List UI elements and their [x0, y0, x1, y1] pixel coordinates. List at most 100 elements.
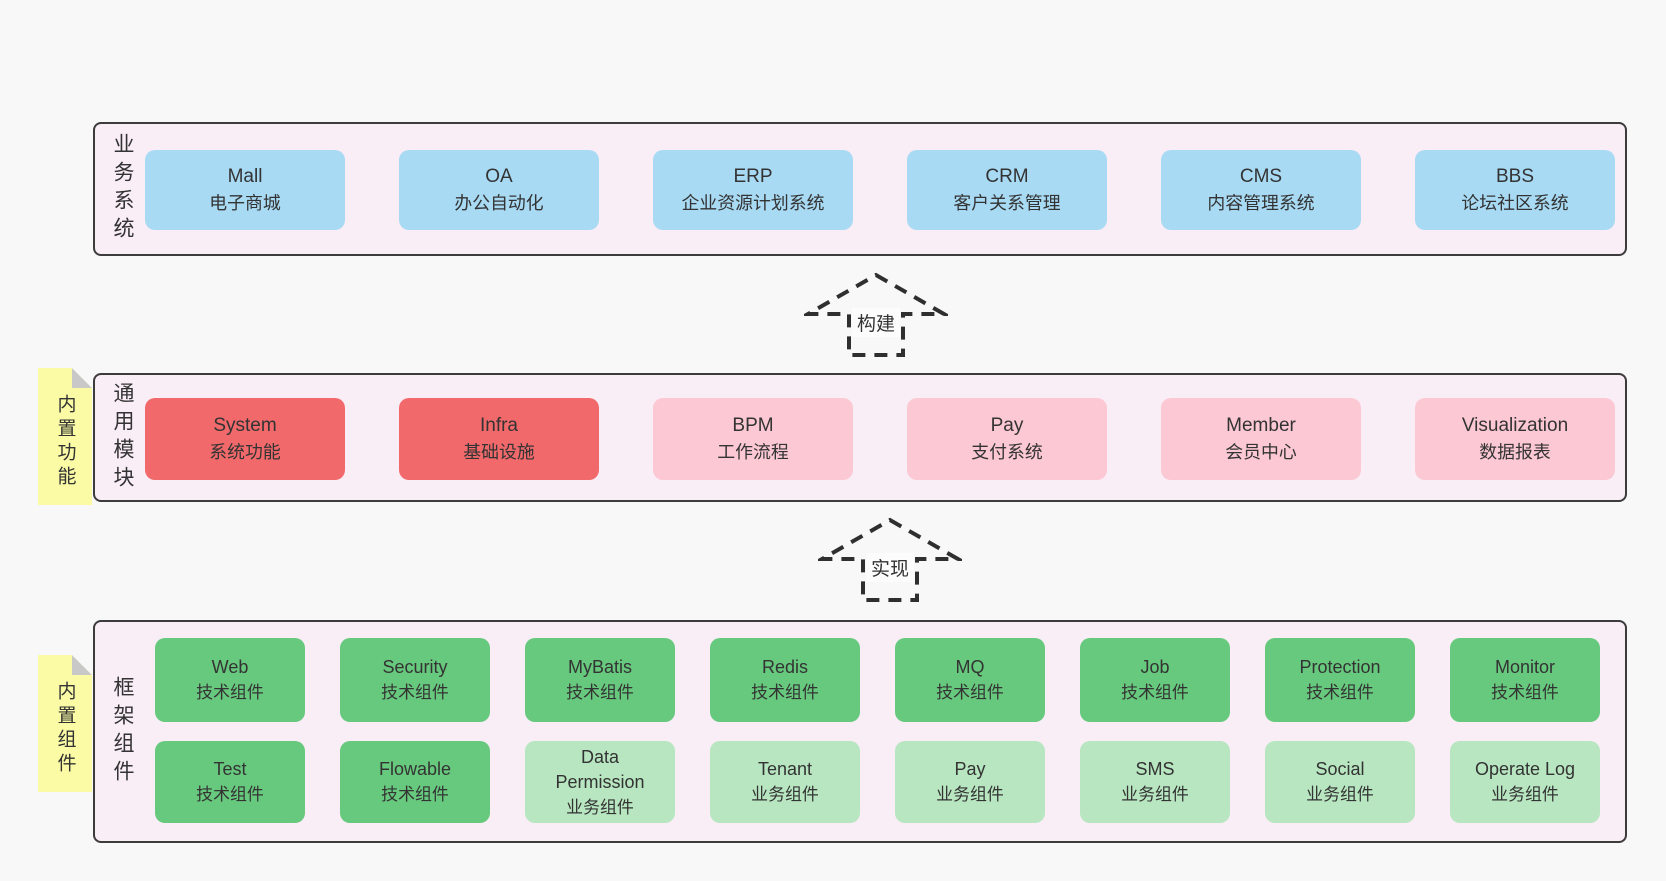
box-system: System 系统功能	[145, 398, 345, 480]
box-subtitle: 内容管理系统	[1207, 193, 1315, 213]
box-subtitle: 办公自动化	[454, 193, 544, 213]
box-member: Member 会员中心	[1161, 398, 1361, 480]
implement-arrow-label: 实现	[865, 553, 915, 582]
box-subtitle: 技术组件	[381, 683, 449, 702]
common-modules-row: System 系统功能 Infra 基础设施 BPM 工作流程 Pay 支付系统…	[145, 398, 1615, 480]
box-title: System	[213, 415, 277, 436]
box-title: Visualization	[1461, 415, 1569, 436]
box-title: Pay	[954, 759, 986, 779]
box-subtitle: 系统功能	[209, 442, 281, 462]
box-title: Security	[382, 657, 448, 677]
box-tenant: Tenant 业务组件	[710, 741, 860, 823]
box-title: BPM	[732, 415, 774, 436]
box-subtitle: 技术组件	[196, 683, 264, 702]
box-subtitle: 企业资源计划系统	[681, 193, 825, 213]
box-sms: SMS 业务组件	[1080, 741, 1230, 823]
box-title: Web	[211, 657, 249, 677]
box-bbs: BBS 论坛社区系统	[1415, 150, 1615, 230]
box-monitor: Monitor 技术组件	[1450, 638, 1600, 722]
box-title: Infra	[479, 415, 519, 436]
box-bpm: BPM 工作流程	[653, 398, 853, 480]
box-crm: CRM 客户关系管理	[907, 150, 1107, 230]
framework-components-row-1: Web 技术组件 Security 技术组件 MyBatis 技术组件 Redi…	[155, 638, 1600, 722]
builtin-features-note-text: 内置功能	[54, 393, 76, 490]
box-subtitle: 业务组件	[1121, 785, 1189, 804]
builtin-features-note: 内置功能	[38, 368, 92, 505]
box-subtitle: 电子商城	[209, 193, 281, 213]
box-title: ERP	[733, 166, 773, 187]
box-subtitle: 业务组件	[936, 785, 1004, 804]
box-cms: CMS 内容管理系统	[1161, 150, 1361, 230]
box-job: Job 技术组件	[1080, 638, 1230, 722]
box-subtitle: 技术组件	[566, 683, 634, 702]
box-mybatis: MyBatis 技术组件	[525, 638, 675, 722]
builtin-components-note: 内置组件	[38, 655, 92, 792]
box-subtitle: 技术组件	[1491, 683, 1559, 702]
box-pay-component: Pay 业务组件	[895, 741, 1045, 823]
up-arrow-icon	[804, 272, 948, 357]
box-protection: Protection 技术组件	[1265, 638, 1415, 722]
box-subtitle: 支付系统	[971, 442, 1043, 462]
box-subtitle: 业务组件	[1491, 785, 1559, 804]
box-social: Social 业务组件	[1265, 741, 1415, 823]
build-arrow-label: 构建	[851, 308, 901, 337]
box-title: Tenant	[757, 759, 813, 779]
box-infra: Infra 基础设施	[399, 398, 599, 480]
box-title: Monitor	[1494, 657, 1556, 677]
box-title: Mall	[227, 166, 263, 187]
box-title: MQ	[955, 657, 985, 677]
box-subtitle: 业务组件	[566, 797, 634, 817]
box-redis: Redis 技术组件	[710, 638, 860, 722]
box-title: Data Permission	[555, 746, 645, 792]
common-modules-panel: 通用模块 System 系统功能 Infra 基础设施 BPM 工作流程 Pay…	[93, 373, 1627, 502]
box-title: BBS	[1495, 166, 1535, 187]
framework-components-label: 框架组件	[111, 675, 134, 788]
box-subtitle: 业务组件	[1306, 785, 1374, 804]
box-title: CMS	[1239, 166, 1283, 187]
box-title: Operate Log	[1474, 759, 1576, 779]
common-modules-label: 通用模块	[111, 381, 134, 494]
business-systems-row: Mall 电子商城 OA 办公自动化 ERP 企业资源计划系统 CRM 客户关系…	[145, 150, 1615, 230]
box-subtitle: 工作流程	[717, 442, 789, 462]
box-title: Flowable	[378, 759, 452, 779]
box-web: Web 技术组件	[155, 638, 305, 722]
box-mall: Mall 电子商城	[145, 150, 345, 230]
box-pay-module: Pay 支付系统	[907, 398, 1107, 480]
box-subtitle: 会员中心	[1225, 442, 1297, 462]
box-title: Protection	[1299, 657, 1381, 677]
box-subtitle: 技术组件	[936, 683, 1004, 702]
box-oa: OA 办公自动化	[399, 150, 599, 230]
box-erp: ERP 企业资源计划系统	[653, 150, 853, 230]
box-subtitle: 数据报表	[1479, 442, 1551, 462]
box-security: Security 技术组件	[340, 638, 490, 722]
box-title: Redis	[761, 657, 809, 677]
business-systems-label: 业务系统	[111, 133, 134, 245]
box-mq: MQ 技术组件	[895, 638, 1045, 722]
box-subtitle: 业务组件	[751, 785, 819, 804]
build-arrow: 构建	[804, 272, 948, 358]
box-subtitle: 技术组件	[1306, 683, 1374, 702]
box-title: MyBatis	[567, 657, 632, 677]
box-title: CRM	[985, 166, 1029, 187]
framework-components-panel: 框架组件 Web 技术组件 Security 技术组件 MyBatis 技术组件…	[93, 620, 1627, 843]
box-flowable: Flowable 技术组件	[340, 741, 490, 823]
framework-components-row-2: Test 技术组件 Flowable 技术组件 Data Permission …	[155, 741, 1600, 823]
box-test: Test 技术组件	[155, 741, 305, 823]
box-subtitle: 论坛社区系统	[1461, 193, 1569, 213]
box-title: Member	[1226, 415, 1296, 436]
box-title: OA	[485, 166, 513, 187]
business-systems-panel: 业务系统 Mall 电子商城 OA 办公自动化 ERP 企业资源计划系统 CRM…	[93, 122, 1627, 256]
box-visualization: Visualization 数据报表	[1415, 398, 1615, 480]
box-data-permission: Data Permission 业务组件	[525, 741, 675, 823]
box-title: Job	[1140, 657, 1170, 677]
box-title: SMS	[1135, 759, 1175, 779]
box-title: Pay	[990, 415, 1024, 436]
box-subtitle: 技术组件	[751, 683, 819, 702]
box-subtitle: 技术组件	[381, 785, 449, 804]
box-subtitle: 基础设施	[463, 442, 535, 462]
up-arrow-icon	[818, 517, 962, 602]
box-title: Test	[213, 759, 247, 779]
box-title: Social	[1315, 759, 1365, 779]
box-subtitle: 客户关系管理	[953, 193, 1061, 213]
